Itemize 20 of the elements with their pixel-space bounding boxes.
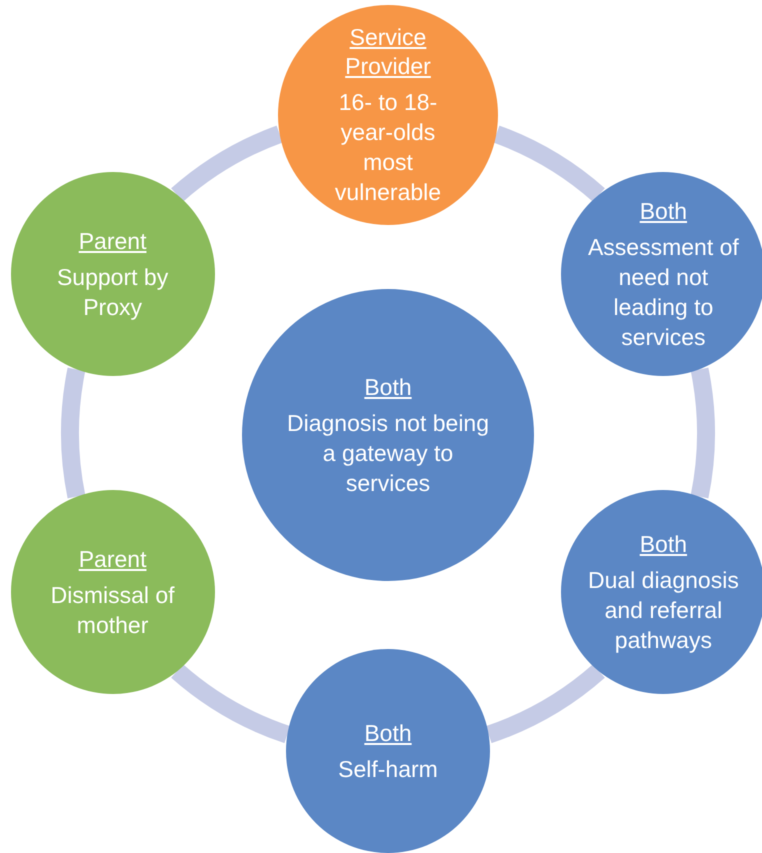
node-text: Dual diagnosis and referral pathways bbox=[586, 566, 740, 654]
ring-connector bbox=[61, 368, 86, 498]
node-text: 16- to 18-year-olds most vulnerable bbox=[334, 88, 442, 207]
ring-connector bbox=[171, 126, 284, 202]
node-text: Dismissal of mother bbox=[50, 580, 176, 640]
node-heading: Parent bbox=[78, 226, 146, 256]
ring-connector bbox=[690, 368, 715, 498]
node-text: Assessment of need not leading to services bbox=[586, 232, 740, 352]
ring-connector bbox=[492, 126, 605, 202]
node-heading: Service Provider bbox=[344, 23, 432, 81]
node-heading: Parent bbox=[78, 544, 146, 574]
node-heading: Both bbox=[640, 196, 688, 226]
node-heading: Both bbox=[364, 372, 412, 402]
node-heading: Both bbox=[640, 530, 688, 558]
ring-connector bbox=[172, 664, 291, 744]
ring-connector bbox=[485, 664, 604, 744]
node-heading: Both bbox=[364, 718, 412, 748]
node-text: Self-harm bbox=[338, 754, 438, 784]
node-text: Diagnosis not being a gateway to services bbox=[286, 408, 490, 498]
node-text: Support by Proxy bbox=[56, 262, 170, 322]
